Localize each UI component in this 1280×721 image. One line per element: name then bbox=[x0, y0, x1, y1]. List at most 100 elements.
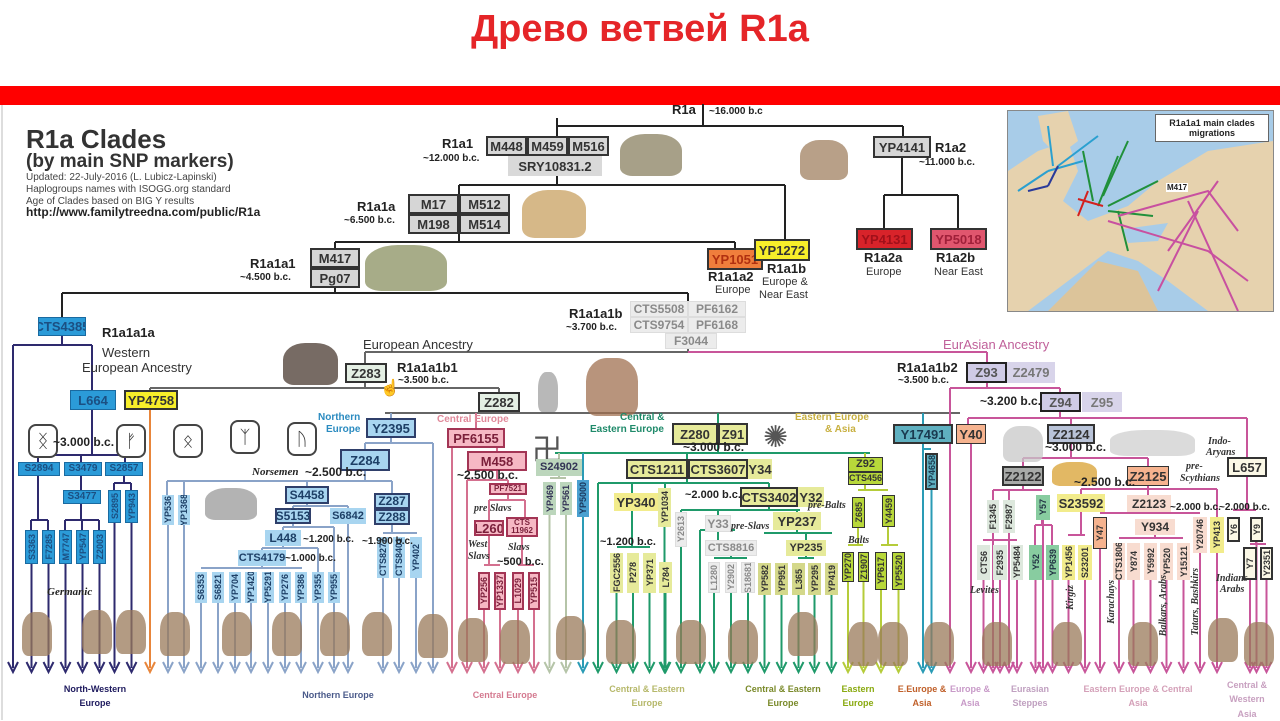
haplogroup-node[interactable]: YP1051 bbox=[707, 248, 763, 270]
haplogroup-node[interactable]: Y40 bbox=[956, 424, 986, 444]
haplogroup-leaf[interactable]: YP536 bbox=[162, 495, 174, 525]
haplogroup-leaf[interactable]: YP402 bbox=[410, 537, 422, 578]
haplogroup-node[interactable]: PF6168 bbox=[688, 317, 746, 333]
haplogroup-leaf[interactable]: S18681 bbox=[741, 562, 755, 593]
haplogroup-leaf[interactable]: YP943 bbox=[125, 490, 138, 523]
haplogroup-leaf[interactable]: Y2351 bbox=[1260, 547, 1273, 580]
haplogroup-node[interactable]: Z93 bbox=[966, 362, 1007, 383]
haplogroup-node[interactable]: M448 bbox=[486, 136, 527, 156]
haplogroup-leaf[interactable]: YP582 bbox=[758, 563, 771, 595]
haplogroup-node[interactable]: Z95 bbox=[1082, 392, 1122, 412]
haplogroup-node[interactable]: Pg07 bbox=[310, 268, 360, 288]
haplogroup-node[interactable]: YP4131 bbox=[856, 228, 913, 250]
haplogroup-node[interactable]: F3044 bbox=[665, 333, 717, 349]
haplogroup-node[interactable]: S24902 bbox=[536, 459, 582, 476]
haplogroup-leaf[interactable]: YP520 bbox=[1160, 543, 1173, 580]
haplogroup-node[interactable]: YP340 bbox=[614, 493, 658, 511]
haplogroup-leaf[interactable]: Y2902 bbox=[725, 562, 737, 593]
haplogroup-leaf[interactable]: Y6 bbox=[1227, 517, 1240, 542]
haplogroup-leaf[interactable]: YP469 bbox=[543, 482, 556, 515]
haplogroup-node[interactable]: Y33 bbox=[705, 515, 731, 532]
haplogroup-leaf[interactable]: FGC2556 bbox=[610, 553, 623, 593]
haplogroup-node[interactable]: M459 bbox=[527, 136, 568, 156]
haplogroup-node[interactable]: Z280 bbox=[672, 423, 718, 445]
haplogroup-node[interactable]: Z283 bbox=[345, 363, 387, 383]
haplogroup-leaf[interactable]: YP295 bbox=[808, 563, 821, 595]
haplogroup-leaf[interactable]: YP617 bbox=[875, 552, 887, 590]
haplogroup-leaf[interactable]: Y20746 bbox=[1193, 517, 1207, 553]
haplogroup-leaf[interactable]: YP5520 bbox=[892, 552, 905, 590]
haplogroup-node[interactable]: S3477 bbox=[63, 490, 101, 504]
haplogroup-node[interactable]: CTS5508 bbox=[630, 301, 688, 317]
haplogroup-leaf[interactable]: Y5992 bbox=[1144, 543, 1157, 580]
haplogroup-leaf[interactable]: YP1337 bbox=[494, 572, 506, 610]
haplogroup-leaf[interactable]: YP386 bbox=[295, 572, 307, 603]
haplogroup-node[interactable]: Z92 bbox=[848, 457, 883, 472]
haplogroup-node[interactable]: CTS3402 bbox=[740, 487, 798, 507]
haplogroup-node[interactable]: Y934 bbox=[1135, 519, 1175, 535]
haplogroup-node[interactable]: M17 bbox=[408, 194, 459, 214]
haplogroup-node[interactable]: M516 bbox=[568, 136, 609, 156]
haplogroup-leaf[interactable]: YP5000 bbox=[577, 480, 589, 517]
haplogroup-node[interactable]: S23592 bbox=[1057, 494, 1105, 512]
haplogroup-node[interactable]: CTS8816 bbox=[705, 540, 757, 556]
haplogroup-node[interactable]: PF7521 bbox=[489, 483, 527, 495]
haplogroup-node[interactable]: L664 bbox=[70, 390, 116, 410]
haplogroup-node[interactable]: Z2479 bbox=[1007, 362, 1055, 383]
haplogroup-node[interactable]: S5153 bbox=[275, 508, 311, 524]
haplogroup-leaf[interactable]: L1029 bbox=[512, 572, 524, 610]
haplogroup-leaf[interactable]: S3363 bbox=[25, 530, 38, 564]
haplogroup-leaf[interactable]: YP515 bbox=[528, 572, 540, 610]
haplogroup-leaf[interactable]: P278 bbox=[627, 553, 639, 593]
haplogroup-leaf[interactable]: YP5291 bbox=[262, 572, 274, 603]
haplogroup-leaf[interactable]: L365 bbox=[792, 563, 805, 595]
haplogroup-leaf[interactable]: CTS6 bbox=[977, 545, 990, 580]
haplogroup-leaf[interactable]: S23201 bbox=[1078, 545, 1092, 580]
haplogroup-leaf[interactable]: YP704 bbox=[229, 572, 241, 603]
haplogroup-leaf[interactable]: CTS1806 bbox=[1113, 543, 1125, 580]
haplogroup-node[interactable]: M458 bbox=[467, 451, 527, 471]
haplogroup-leaf[interactable]: YP1034 bbox=[658, 488, 671, 527]
haplogroup-node[interactable]: YP4758 bbox=[124, 390, 178, 410]
haplogroup-node[interactable]: S4458 bbox=[285, 486, 329, 504]
haplogroup-node[interactable]: Y32 bbox=[798, 487, 824, 507]
haplogroup-leaf[interactable]: YP256 bbox=[478, 572, 490, 610]
haplogroup-leaf[interactable]: YP270 bbox=[842, 552, 854, 582]
haplogroup-leaf[interactable]: F2935 bbox=[993, 545, 1007, 580]
haplogroup-node[interactable]: YP235 bbox=[786, 540, 826, 556]
haplogroup-node[interactable]: Z288 bbox=[374, 509, 410, 525]
haplogroup-node[interactable]: CTS456 bbox=[848, 472, 883, 485]
haplogroup-node[interactable]: L260 bbox=[474, 520, 504, 536]
haplogroup-leaf[interactable]: F2987 bbox=[1003, 500, 1015, 533]
haplogroup-leaf[interactable]: L784 bbox=[659, 562, 672, 593]
haplogroup-leaf[interactable]: Y4459 bbox=[882, 495, 895, 527]
haplogroup-leaf[interactable]: YP639 bbox=[1046, 545, 1059, 580]
haplogroup-node[interactable]: L657 bbox=[1227, 457, 1267, 477]
haplogroup-leaf[interactable]: Y9 bbox=[1250, 517, 1263, 542]
haplogroup-leaf[interactable]: YP547 bbox=[76, 530, 89, 564]
haplogroup-leaf[interactable]: S6353 bbox=[195, 572, 207, 603]
haplogroup-leaf[interactable]: YP276 bbox=[279, 572, 291, 603]
haplogroup-node[interactable]: S6842 bbox=[330, 508, 366, 524]
haplogroup-node[interactable]: Z91 bbox=[718, 423, 748, 445]
haplogroup-node[interactable]: Z94 bbox=[1040, 392, 1081, 412]
haplogroup-leaf[interactable]: YP1420 bbox=[245, 572, 257, 603]
haplogroup-leaf[interactable]: YP955 bbox=[328, 572, 340, 603]
haplogroup-node[interactable]: Z2122 bbox=[1002, 466, 1044, 486]
haplogroup-node[interactable]: YP5018 bbox=[930, 228, 987, 250]
haplogroup-leaf[interactable]: YP951 bbox=[775, 563, 788, 595]
haplogroup-leaf[interactable]: L1280 bbox=[708, 562, 720, 593]
haplogroup-node[interactable]: PF6162 bbox=[688, 301, 746, 317]
haplogroup-leaf[interactable]: Y47 bbox=[1093, 517, 1107, 549]
haplogroup-node[interactable]: CTS1211 bbox=[626, 459, 688, 479]
haplogroup-node[interactable]: Y34 bbox=[748, 459, 772, 479]
haplogroup-leaf[interactable]: YP4658 bbox=[925, 453, 938, 490]
haplogroup-node[interactable]: CTS4385 bbox=[38, 317, 86, 336]
haplogroup-leaf[interactable]: Y15121 bbox=[1177, 543, 1190, 580]
haplogroup-node[interactable]: S2857 bbox=[105, 462, 143, 476]
haplogroup-node[interactable]: Z284 bbox=[340, 449, 390, 471]
haplogroup-node[interactable]: PF6155 bbox=[447, 428, 505, 448]
haplogroup-node[interactable]: CTS9754 bbox=[630, 317, 688, 333]
haplogroup-node[interactable]: CTS 11962 bbox=[506, 517, 538, 537]
haplogroup-node[interactable]: Z287 bbox=[374, 493, 410, 509]
